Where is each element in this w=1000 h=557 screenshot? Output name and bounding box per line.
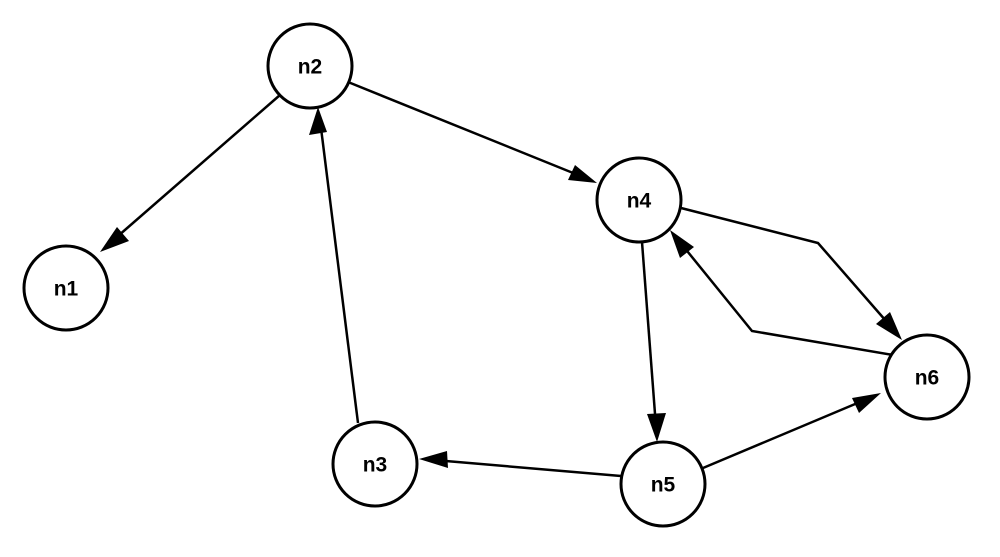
node-label-n2: n2 xyxy=(298,56,323,79)
edge-n5-n6[interactable] xyxy=(702,393,881,470)
edge-n2-n1[interactable] xyxy=(100,94,281,252)
node-n6[interactable]: n6 xyxy=(883,333,971,421)
edge-n6-n4[interactable] xyxy=(670,230,894,357)
arrowhead-n4-n5 xyxy=(647,413,666,442)
node-label-n6: n6 xyxy=(915,367,940,390)
edge-n3-n2[interactable] xyxy=(309,107,360,424)
node-circle-n6 xyxy=(883,333,971,421)
node-circle-n4 xyxy=(595,156,683,244)
edges-layer xyxy=(100,80,902,478)
arrowhead-n6-n4 xyxy=(670,230,694,258)
arrowhead-n3-n2 xyxy=(309,107,327,135)
edge-line-n3-n2 xyxy=(318,119,360,424)
arrowhead-n4-n6 xyxy=(876,312,902,340)
arrowhead-n5-n3 xyxy=(419,451,448,468)
node-n3[interactable]: n3 xyxy=(331,420,419,508)
edge-line-n5-n3 xyxy=(433,458,622,478)
edge-line-n6-n4 xyxy=(678,240,894,357)
edge-n2-n4[interactable] xyxy=(347,80,597,183)
node-n2[interactable]: n2 xyxy=(266,22,354,110)
node-circle-n1 xyxy=(22,244,110,332)
arrowhead-n2-n4 xyxy=(568,165,597,183)
node-label-n4: n4 xyxy=(627,190,652,213)
edge-line-n4-n5 xyxy=(640,241,658,428)
node-n4[interactable]: n4 xyxy=(595,156,683,244)
edge-n4-n5[interactable] xyxy=(640,241,666,442)
node-label-n5: n5 xyxy=(651,474,676,497)
node-circle-n2 xyxy=(266,22,354,110)
arrowhead-n2-n1 xyxy=(100,227,129,252)
edge-line-n2-n4 xyxy=(347,80,584,179)
node-circle-n3 xyxy=(331,420,419,508)
node-n1[interactable]: n1 xyxy=(22,244,110,332)
edge-n4-n6[interactable] xyxy=(680,206,902,340)
node-n5[interactable]: n5 xyxy=(619,440,707,528)
edge-line-n4-n6 xyxy=(680,206,894,330)
node-circle-n5 xyxy=(619,440,707,528)
nodes-layer: n1 n2 n3 n4 n5 n6 xyxy=(22,22,971,528)
edge-line-n2-n1 xyxy=(109,94,281,244)
edge-line-n5-n6 xyxy=(702,397,868,470)
node-label-n3: n3 xyxy=(363,454,388,477)
arrowhead-n5-n6 xyxy=(852,393,881,413)
node-label-n1: n1 xyxy=(54,278,79,301)
edge-n5-n3[interactable] xyxy=(419,451,622,478)
